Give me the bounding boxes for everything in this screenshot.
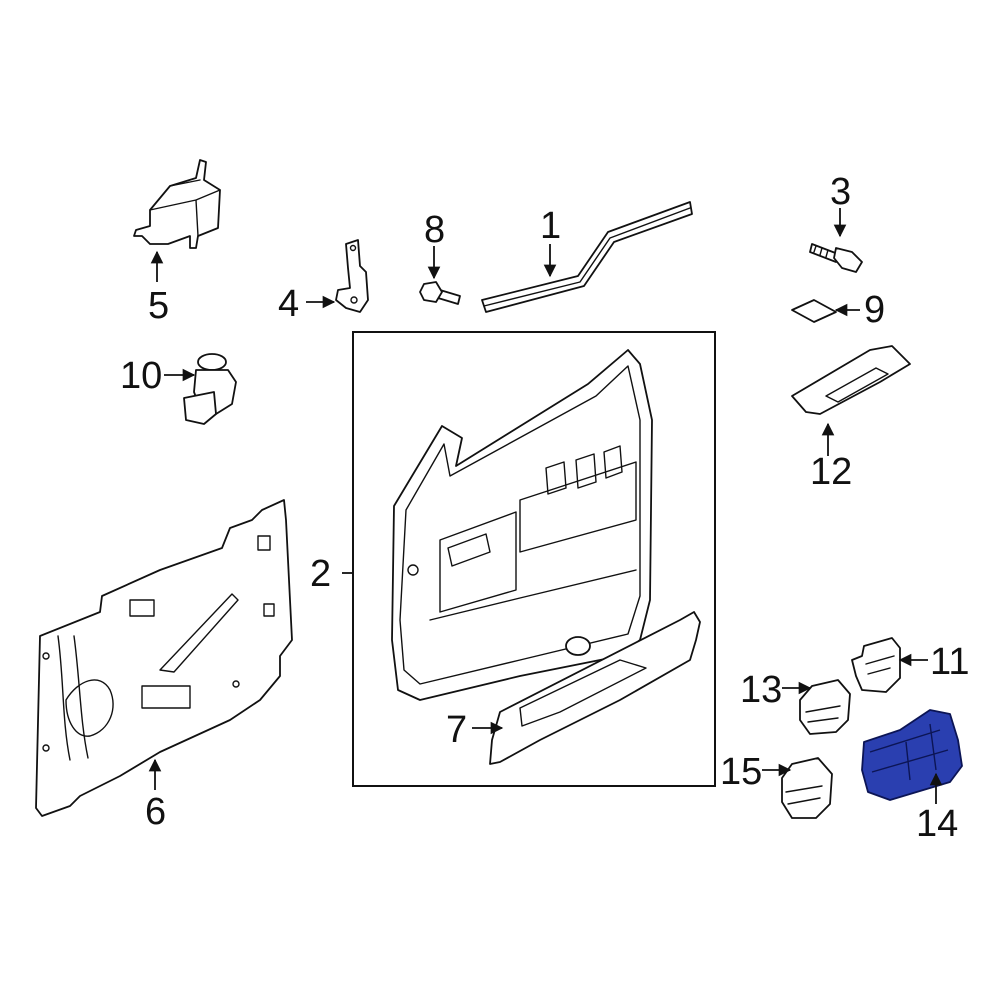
part-13-switch[interactable] bbox=[799, 679, 851, 735]
callout-11: 11 bbox=[930, 641, 969, 683]
part-12-switch-bezel[interactable] bbox=[791, 345, 911, 415]
part-1-weatherstrip[interactable] bbox=[481, 201, 693, 313]
part-11-switch[interactable] bbox=[851, 637, 901, 693]
part-14-master-window-switch[interactable] bbox=[861, 709, 963, 801]
callout-4: 4 bbox=[278, 283, 299, 325]
assembly-group-box bbox=[352, 331, 716, 787]
part-15-switch[interactable] bbox=[781, 757, 833, 819]
part-8-screw[interactable] bbox=[419, 281, 461, 305]
part-2-door-trim-panel[interactable] bbox=[391, 349, 653, 701]
part-5-module[interactable] bbox=[133, 159, 221, 249]
callout-6: 6 bbox=[145, 791, 166, 833]
part-3-bolt[interactable] bbox=[809, 243, 863, 273]
callout-labels: 1 2 3 4 5 6 7 8 9 10 11 12 13 14 15 bbox=[120, 171, 969, 845]
part-9-pad[interactable] bbox=[791, 299, 837, 323]
callout-15: 15 bbox=[720, 751, 762, 793]
callout-9: 9 bbox=[864, 289, 885, 331]
callout-7: 7 bbox=[446, 709, 467, 751]
part-4-bracket[interactable] bbox=[335, 239, 369, 313]
callout-1: 1 bbox=[540, 205, 561, 247]
leader-lines bbox=[148, 208, 943, 804]
part-10-switch[interactable] bbox=[183, 353, 237, 425]
callout-13: 13 bbox=[740, 669, 782, 711]
callout-5: 5 bbox=[148, 285, 169, 327]
part-7-armrest[interactable] bbox=[489, 611, 701, 765]
callout-10: 10 bbox=[120, 355, 162, 397]
callout-8: 8 bbox=[424, 209, 445, 251]
part-6-watershield[interactable] bbox=[35, 499, 293, 817]
callout-12: 12 bbox=[810, 451, 852, 493]
callout-14: 14 bbox=[916, 803, 958, 845]
callout-2: 2 bbox=[310, 553, 331, 595]
callout-3: 3 bbox=[830, 171, 851, 213]
